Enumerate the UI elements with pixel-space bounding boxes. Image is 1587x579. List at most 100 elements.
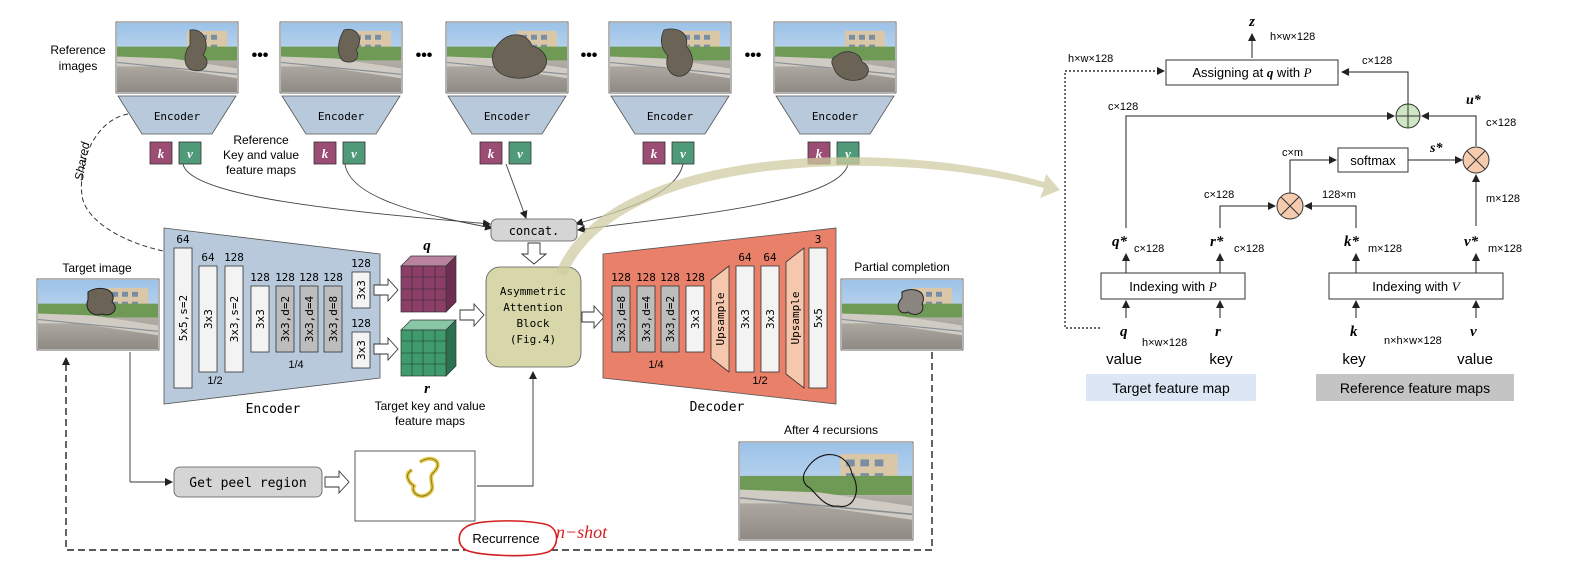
encoder-layer-channels: 64 [176, 233, 190, 246]
q-star-to-sum-arrow [1125, 112, 1395, 228]
u-star-label: u* [1466, 93, 1482, 108]
reference-images-label: Reference [50, 43, 106, 57]
reference-flow-arrow [344, 163, 493, 231]
encoder-layer-channels: 128 [323, 271, 343, 284]
key-caption: key [1209, 351, 1233, 368]
encoder-layer: 5x5,s=2 64 [173, 233, 193, 389]
encoder-layer-channels: 128 [250, 271, 270, 284]
target-feature-map-label: Target feature map [1112, 380, 1230, 396]
q-input-label: q [1120, 324, 1128, 340]
encoder-layer-label: 3x3,s=2 [228, 296, 241, 342]
sum-dim: c×128 [1362, 55, 1392, 67]
get-peel-region-label: Get peel region [189, 476, 306, 491]
decoder-scale-half: 1/2 [752, 375, 767, 387]
encoder-layers: 5x5,s=2643x3643x3,s=21283x31283x3,d=2128… [173, 233, 343, 389]
target-feature-map-band [1086, 374, 1256, 401]
r-star-to-mul-arrow [1219, 202, 1276, 228]
key-feature-box [479, 141, 503, 165]
reference-encoder [117, 95, 237, 135]
v-star-dim: m×128 [1488, 243, 1522, 255]
reference-column: Encoder k v [608, 21, 732, 165]
key-letter: k [651, 146, 658, 161]
attention-block-label: Asymmetric [500, 285, 566, 298]
value-feature-box [342, 141, 366, 165]
encoder-r-head-channels: 128 [351, 317, 371, 330]
partial-completion-image [842, 280, 962, 349]
completed-region-outline [802, 454, 857, 507]
value-caption: value [1106, 351, 1142, 368]
indexing-with-p-label: Indexing with P [1129, 279, 1217, 294]
k-star-label: k* [1344, 234, 1360, 250]
decoder-layer-channels: 128 [685, 271, 705, 284]
decoder-layer-label: 3x3 [739, 309, 752, 329]
ellipsis: ••• [581, 47, 598, 64]
value-letter: v [680, 146, 686, 161]
reference-column: Encoder k v [445, 21, 569, 165]
softmax-block [1337, 147, 1409, 173]
v-star-label: v* [1464, 234, 1479, 250]
decoder-layer-channels: 64 [763, 251, 777, 264]
decoder-layer-label: 3x3,d=8 [615, 296, 628, 342]
main-encoder-label: Encoder [246, 402, 301, 417]
n-shot-label: n−shot [556, 522, 608, 542]
assigning-block [1165, 59, 1339, 86]
encoder-layer-label: 3x3,d=8 [327, 296, 340, 342]
decoder-layer-label: 3x3 [764, 309, 777, 329]
value-caption: value [1457, 351, 1493, 368]
reference-column: Encoder k v [115, 21, 239, 165]
decoder-layer-label: 3x3,d=4 [640, 295, 653, 342]
to-softmax-arrow [1289, 156, 1337, 194]
encoder-layer-label: 5x5,s=2 [177, 295, 190, 341]
recurrence-highlight [458, 520, 558, 557]
reference-feature-maps-label: Reference feature maps [1340, 380, 1490, 396]
decoder-layer-channels: 128 [660, 271, 680, 284]
target-image-label: Target image [62, 261, 132, 275]
k-star-dim: m×128 [1368, 243, 1402, 255]
concat-label: concat. [509, 224, 560, 238]
reference-flow-arrow [505, 163, 528, 219]
encoder-q-head-label: 3x3 [355, 280, 368, 300]
q-feature-cube [400, 255, 457, 313]
attention-block-detail: z h×w×128 Assigning at q with P h×w×128 … [1064, 14, 1522, 401]
encoder-layer-label: 3x3 [254, 309, 267, 329]
reference-encoder-label: Encoder [812, 110, 859, 123]
reference-encoder [610, 95, 730, 135]
ellipsis: ••• [745, 47, 762, 64]
partial-hole-region [897, 289, 924, 315]
attention-block-label: Attention [503, 301, 563, 314]
r-feature-cube [400, 319, 457, 377]
decoder-upsample-label: Upsample [714, 293, 727, 346]
key-caption: key [1342, 351, 1366, 368]
encoder-layer-label: 3x3,d=4 [303, 295, 316, 342]
final-result-image [740, 443, 912, 539]
k-input-dim: n×h×w×128 [1384, 335, 1442, 347]
value-letter: v [517, 146, 523, 161]
multiply-icon [1280, 196, 1300, 216]
concat-down-arrow [520, 242, 548, 265]
k-star-to-mul-arrow [1304, 202, 1357, 228]
multiply-icon [1466, 150, 1486, 170]
q-star-dim: c×128 [1134, 243, 1164, 255]
recurrence-label: Recurrence [472, 531, 539, 546]
query-passthrough-link [1064, 67, 1165, 329]
ellipsis: ••• [252, 47, 269, 64]
encoder-layer-channels: 128 [299, 271, 319, 284]
encoder-layer-channels: 128 [275, 271, 295, 284]
reference-column: Encoder k v [773, 21, 897, 165]
attention-block-label: (Fig.4) [510, 333, 556, 346]
decoder-upsample: Upsample [785, 247, 805, 389]
target-kv-label: Target key and value [375, 399, 486, 413]
encoder-scale-quarter: 1/4 [288, 359, 303, 371]
key-feature-box [642, 141, 666, 165]
decoder-layer-channels: 128 [636, 271, 656, 284]
encoder-layer: 3x3,d=8 128 [323, 271, 343, 353]
peel-to-attention-arrow [477, 371, 537, 487]
decoder-layer-channels: 128 [611, 271, 631, 284]
